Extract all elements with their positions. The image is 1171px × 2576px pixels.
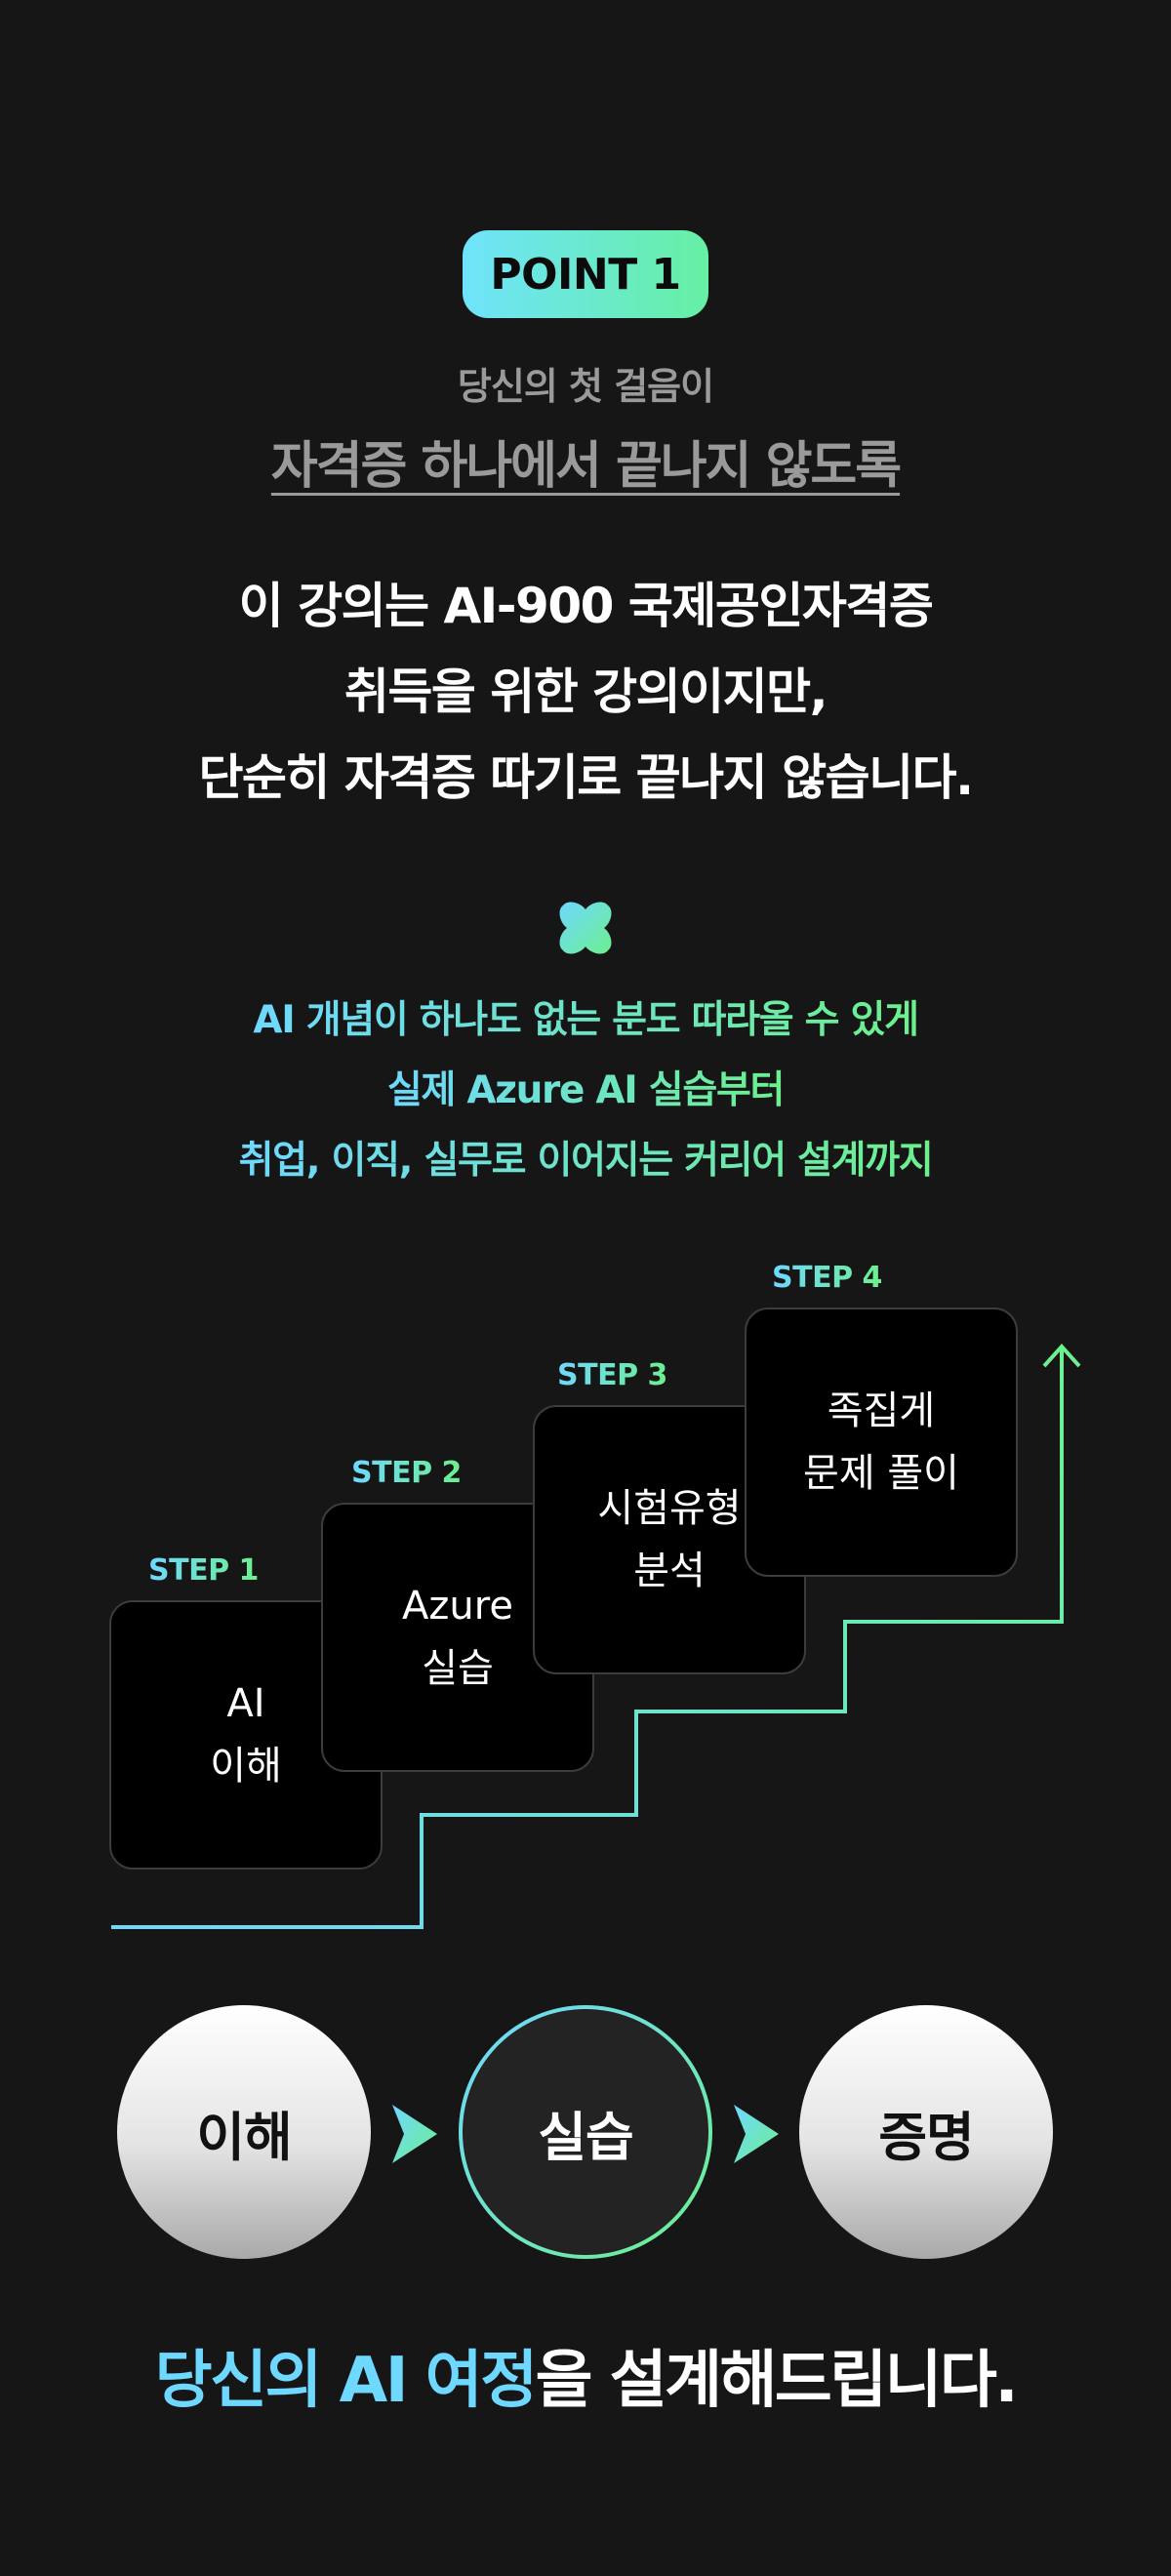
staircase-arrow-line — [111, 1344, 1081, 1929]
process-understand-label: 이해 — [196, 2106, 292, 2168]
step-staircase: STEP 1 AI 이해 STEP 2 Azure 실습 STEP 3 시험유형… — [0, 1239, 1171, 1961]
step-4-line-2: 문제 풀이 — [803, 1451, 959, 1496]
headline-line-1: 이 강의는 AI-900 국제공인자격증 — [238, 578, 934, 634]
footer-rest: 을 설계해드립니다. — [535, 2345, 1019, 2417]
step-2-line-2: 실습 — [422, 1646, 494, 1691]
subtitle-line-2-text: 자격증 하나에서 끝나지 않도록 — [270, 437, 902, 496]
process-practice-label: 실습 — [538, 2106, 633, 2168]
step-1-label: STEP 1 — [148, 1553, 259, 1588]
step-3-line-1: 시험유형 — [597, 1486, 742, 1531]
footer-tagline: 당신의 AI 여정을 설계해드립니다. — [0, 2330, 1171, 2420]
headline-line-2: 취득을 위한 강의이지만, — [343, 664, 828, 720]
step-1-line-2: 이해 — [210, 1744, 282, 1789]
step-3-line-2: 분석 — [633, 1549, 706, 1593]
process-practice-circle: 실습 — [459, 2005, 712, 2259]
feature-line-1: AI 개념이 하나도 없는 분도 따라올 수 있게 — [253, 986, 919, 1056]
chevron-right-icon — [734, 2105, 779, 2163]
feature-line-3: 취업, 이직, 실무로 이어지는 커리어 설계까지 — [239, 1126, 934, 1196]
arrow-head-icon — [1042, 1344, 1081, 1368]
process-prove-circle: 증명 — [799, 2005, 1053, 2259]
subtitle-line-1: 당신의 첫 걸음이 — [457, 365, 714, 408]
step-4-card: 족집게 문제 풀이 — [745, 1308, 1018, 1577]
process-understand-circle: 이해 — [117, 2005, 371, 2259]
headline-line-3: 단순히 자격증 따기로 끝나지 않습니다. — [198, 749, 974, 806]
feature-lines: AI 개념이 하나도 없는 분도 따라올 수 있게 실제 Azure AI 실습… — [0, 986, 1171, 1196]
step-2-line-1: Azure — [402, 1584, 513, 1629]
process-flow: 이해 실습 증명 — [0, 2005, 1171, 2259]
step-4-label: STEP 4 — [772, 1261, 882, 1295]
chevron-right-icon — [392, 2105, 437, 2163]
point-badge: POINT 1 — [463, 230, 708, 318]
four-petal-flower-icon — [559, 902, 612, 954]
process-prove-label: 증명 — [878, 2106, 974, 2168]
footer-accent: 당신의 AI 여정 — [154, 2345, 538, 2417]
feature-line-2: 실제 Azure AI 실습부터 — [387, 1056, 786, 1126]
step-4-line-1: 족집게 — [827, 1389, 936, 1433]
step-2-label: STEP 2 — [351, 1456, 462, 1490]
step-3-label: STEP 3 — [557, 1358, 667, 1392]
headline: 이 강의는 AI-900 국제공인자격증 취득을 위한 강의이지만, 단순히 자… — [0, 563, 1171, 821]
subtitle-line-2: 자격증 하나에서 끝나지 않도록 — [0, 424, 1171, 498]
step-1-line-1: AI — [226, 1681, 265, 1726]
